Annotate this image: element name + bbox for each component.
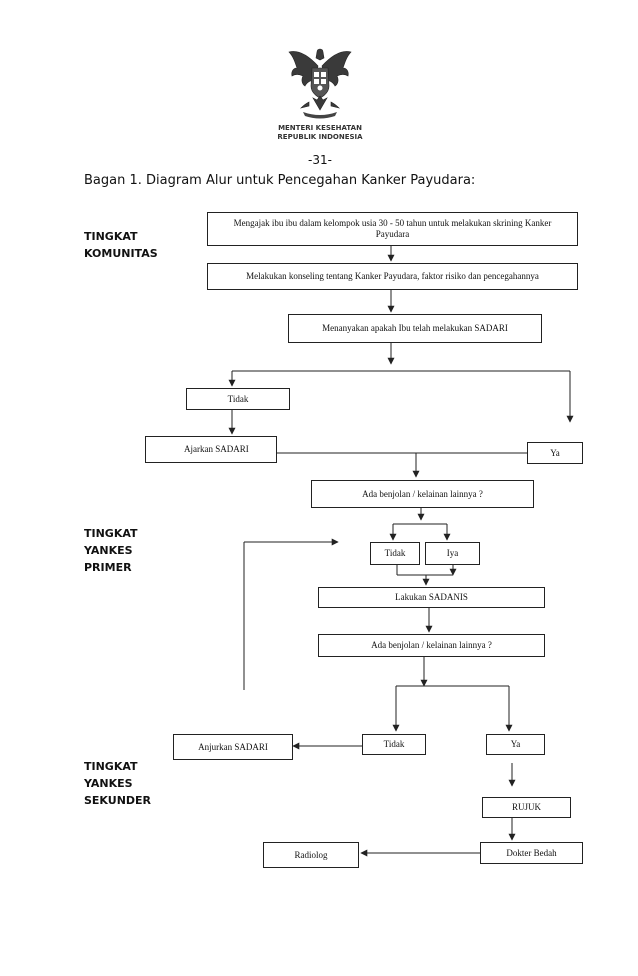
- node-ajarkan-sadari: Ajarkan SADARI: [145, 436, 277, 463]
- node-tanya-sadari: Menanyakan apakah Ibu telah melakukan SA…: [288, 314, 542, 343]
- node-ajak-skrining: Mengajak ibu ibu dalam kelompok usia 30 …: [207, 212, 578, 246]
- node-tidak-3: Tidak: [362, 734, 426, 755]
- node-iya: Iya: [425, 542, 480, 565]
- node-dokter-bedah: Dokter Bedah: [480, 842, 583, 864]
- diagram-title: Bagan 1. Diagram Alur untuk Pencegahan K…: [84, 173, 476, 188]
- node-ya-1: Ya: [527, 442, 583, 464]
- node-tidak-1: Tidak: [186, 388, 290, 410]
- node-radiolog: Radiolog: [263, 842, 359, 868]
- level-yankes-sekunder: TINGKAT YANKES SEKUNDER: [84, 760, 152, 807]
- page-number: -31-: [308, 153, 332, 167]
- node-konseling: Melakukan konseling tentang Kanker Payud…: [207, 263, 578, 290]
- node-benjolan-1: Ada benjolan / kelainan lainnya ?: [311, 480, 534, 508]
- node-anjurkan-sadari: Anjurkan SADARI: [173, 734, 293, 760]
- level-komunitas: TINGKAT KOMUNITAS: [84, 230, 158, 260]
- node-ya-2: Ya: [486, 734, 545, 755]
- node-lakukan-sadanis: Lakukan SADANIS: [318, 587, 545, 608]
- emblem-caption-line1: MENTERI KESEHATAN: [278, 124, 362, 132]
- garuda-emblem-icon: [285, 44, 355, 120]
- level-yankes-primer: TINGKAT YANKES PRIMER: [84, 527, 138, 574]
- node-tidak-2: Tidak: [370, 542, 420, 565]
- emblem-caption-line2: REPUBLIK INDONESIA: [277, 133, 363, 141]
- emblem-caption: MENTERI KESEHATAN REPUBLIK INDONESIA: [262, 124, 378, 142]
- node-benjolan-2: Ada benjolan / kelainan lainnya ?: [318, 634, 545, 657]
- node-rujuk: RUJUK: [482, 797, 571, 818]
